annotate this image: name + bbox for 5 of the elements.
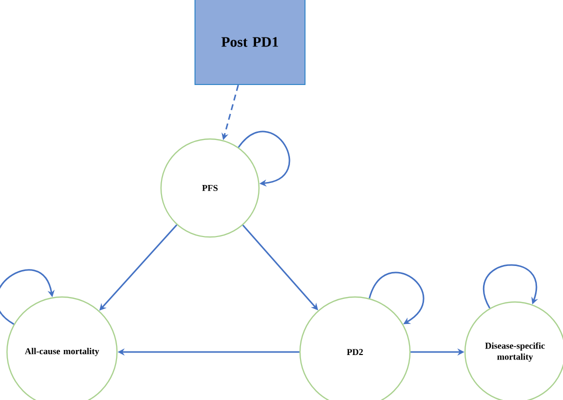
process-box: Post PD1 [194,0,306,85]
self-loop-arrow [483,264,538,308]
self-loop-arrow [368,272,424,324]
self-loop-arrow [238,130,290,187]
self-loop-arrow [0,269,55,325]
